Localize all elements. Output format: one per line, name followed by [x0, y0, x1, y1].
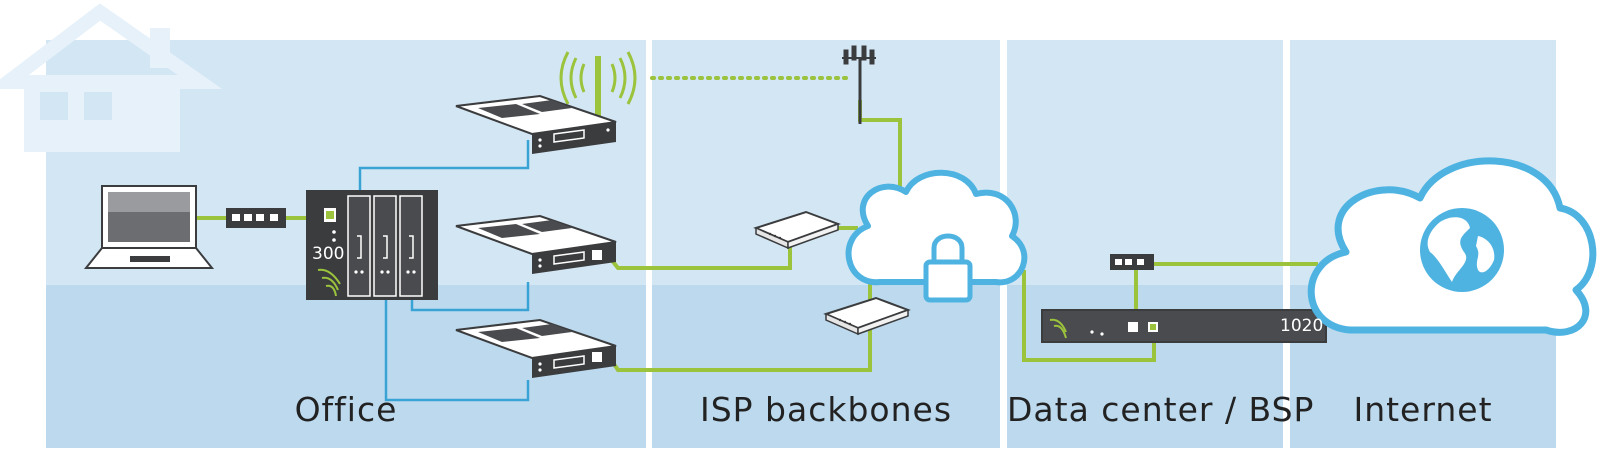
interface-card-top	[455, 94, 617, 154]
zone-label-office: Office	[294, 390, 398, 429]
padlock-icon	[923, 233, 973, 303]
switch-icon	[226, 208, 286, 228]
datacenter-appliance-model-label: 1020	[1280, 316, 1324, 336]
blue-links	[358, 140, 530, 402]
modem-icon-2	[823, 296, 911, 336]
zone-label-isp: ISP backbones	[699, 390, 953, 429]
antenna-tower-icon	[842, 45, 876, 124]
datacenter-appliance	[1041, 309, 1327, 343]
interface-card-bottom	[455, 318, 617, 378]
zone-label-internet: Internet	[1353, 390, 1493, 429]
lower-band-isp	[652, 285, 1000, 448]
office-appliance	[306, 190, 438, 300]
laptop-icon	[83, 185, 215, 269]
zone-label-datacenter: Data center / BSP	[1007, 390, 1315, 429]
wireless-signal-icon	[559, 51, 637, 105]
datacenter-switch-icon	[1110, 254, 1154, 270]
interface-card-middle	[455, 214, 617, 274]
office-appliance-model-label: 300	[312, 244, 345, 264]
cloud-icon	[845, 169, 1028, 286]
globe-icon	[1420, 208, 1504, 292]
house-icon	[0, 3, 223, 152]
modem-icon	[753, 210, 841, 250]
